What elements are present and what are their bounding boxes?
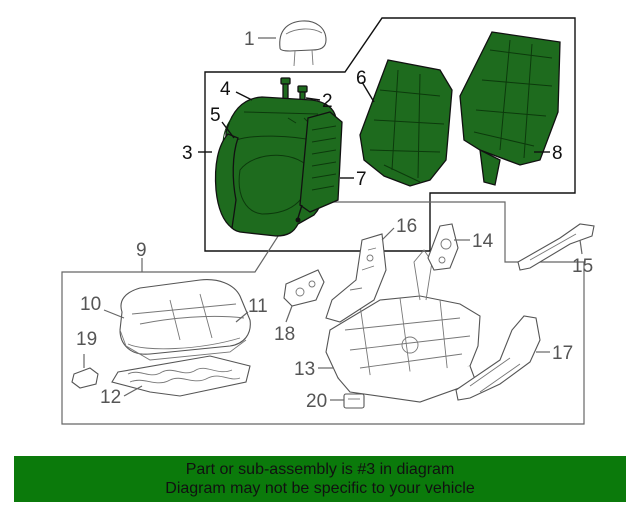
callout-19: 19 (76, 329, 97, 350)
banner-line-2: Diagram may not be specific to your vehi… (165, 480, 475, 497)
callout-6: 6 (356, 68, 367, 89)
side-bolster-part[interactable] (214, 133, 239, 230)
info-banner: Part or sub-assembly is #3 in diagram Di… (14, 456, 626, 502)
leader-lines (83, 37, 583, 401)
callout-4: 4 (220, 79, 231, 100)
callout-3: 3 (182, 143, 193, 164)
callout-1: 1 (244, 29, 255, 50)
callout-2: 2 (322, 91, 333, 112)
cushion-group-outline (61, 201, 585, 425)
callout-labels: 1 2 3 4 5 6 7 8 9 10 11 12 13 14 15 16 1… (76, 29, 593, 412)
callout-17: 17 (552, 343, 573, 364)
side-frame-part[interactable] (325, 233, 387, 323)
cushion-mat-part[interactable] (111, 355, 251, 397)
clip-part[interactable] (71, 367, 99, 389)
side-shield-part[interactable] (455, 315, 541, 401)
callout-8: 8 (552, 143, 563, 164)
callout-10: 10 (80, 294, 101, 315)
seat-frame-part[interactable] (325, 249, 481, 403)
cushion-cover-part[interactable] (127, 337, 241, 350)
callout-14: 14 (472, 231, 494, 252)
banner-line-1: Part or sub-assembly is #3 in diagram (185, 461, 455, 478)
callout-9: 9 (136, 240, 147, 261)
callout-11: 11 (248, 296, 268, 317)
seatback-pad-part[interactable] (295, 111, 343, 223)
callout-7: 7 (356, 169, 367, 190)
seat-cushion-part[interactable] (119, 279, 251, 361)
seatback-group-outline (204, 17, 576, 252)
trim-strip-part[interactable] (517, 223, 595, 271)
recliner-bracket-part[interactable] (427, 223, 459, 271)
seatback-frame-part[interactable] (359, 59, 453, 187)
headrest-part[interactable] (279, 20, 327, 67)
lever-bracket-part[interactable] (283, 269, 325, 307)
callout-5: 5 (210, 105, 221, 126)
switch-part[interactable] (343, 393, 365, 409)
seatback-rear-board-part[interactable] (459, 31, 561, 186)
callout-13: 13 (294, 359, 315, 380)
callout-12: 12 (100, 387, 121, 408)
callout-15: 15 (572, 256, 593, 277)
callout-18: 18 (274, 324, 295, 345)
callout-16: 16 (396, 216, 417, 237)
callout-20: 20 (306, 391, 327, 412)
